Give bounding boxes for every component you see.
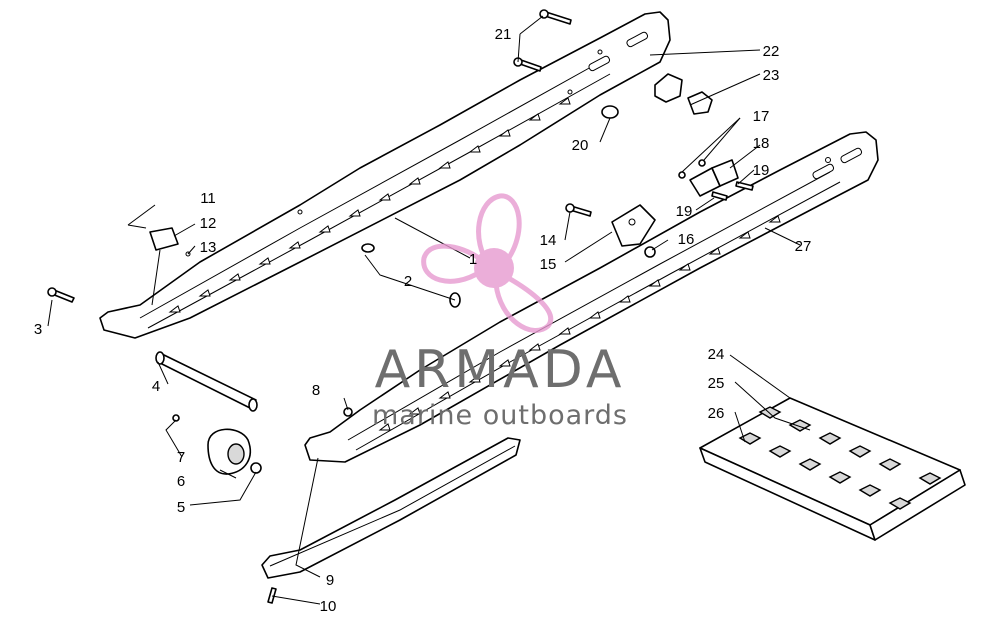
callout-21: 21	[495, 26, 512, 43]
callout-19-lower: 19	[676, 203, 693, 220]
rear-axle	[155, 351, 258, 412]
callout-18: 18	[753, 135, 770, 152]
track-section	[699, 397, 966, 541]
callout-25: 25	[708, 375, 725, 392]
callout-13: 13	[200, 239, 217, 256]
wear-strip	[261, 437, 521, 579]
callout-24: 24	[708, 346, 725, 363]
callout-27: 27	[795, 238, 812, 255]
right-slide-rail	[304, 131, 879, 463]
callout-10: 10	[320, 598, 337, 615]
watermark-subtitle: marine outboards	[371, 400, 628, 431]
propeller-logo-icon	[421, 193, 554, 333]
callout-4: 4	[152, 378, 160, 395]
left-slide-rail	[99, 11, 671, 339]
left-rail-cutouts	[168, 31, 649, 313]
callout-26: 26	[708, 405, 725, 422]
callout-19-upper: 19	[753, 162, 770, 179]
callout-11: 11	[200, 190, 216, 207]
callout-7: 7	[177, 449, 185, 466]
track-lugs	[738, 406, 942, 510]
callout-9: 9	[326, 572, 334, 589]
callout-22: 22	[763, 43, 780, 60]
callout-16: 16	[678, 231, 695, 248]
callout-3: 3	[34, 321, 42, 338]
callout-17: 17	[753, 108, 770, 125]
callout-15: 15	[540, 256, 557, 273]
callout-2: 2	[404, 273, 412, 290]
callout-23: 23	[763, 67, 780, 84]
callout-12: 12	[200, 215, 217, 232]
idler-wheel	[207, 428, 252, 475]
callout-6: 6	[177, 473, 185, 490]
callout-5: 5	[177, 499, 185, 516]
leader-lines	[47, 15, 811, 605]
right-rail-cutouts	[378, 147, 863, 431]
watermark-title: ARMADA	[374, 340, 626, 400]
callout-8: 8	[312, 382, 320, 399]
callout-20: 20	[572, 137, 589, 154]
callout-1: 1	[469, 251, 477, 268]
callout-labels: 1 2 3 4 5 6 7 8 9 10 11 12 13 14 15 16 1…	[34, 26, 812, 615]
callout-14: 14	[540, 232, 557, 249]
